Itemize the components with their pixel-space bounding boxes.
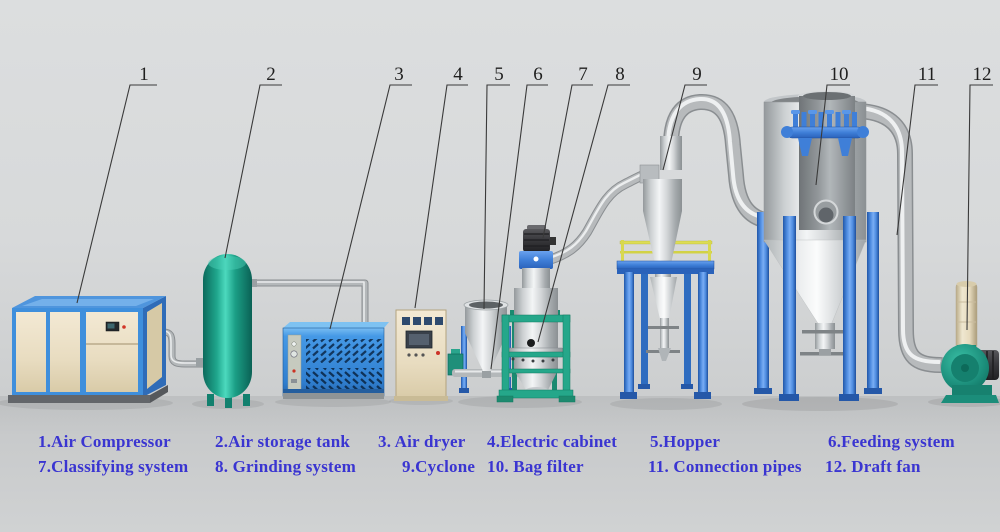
cyclone-platform-deck [616, 260, 715, 270]
legend-connection-pipes: 11. Connection pipes [648, 457, 802, 476]
callout-12: 12 [966, 64, 993, 331]
pipe-tank-to-dryer [247, 279, 369, 334]
air-storage-tank [196, 254, 257, 408]
bag-filter [754, 91, 882, 401]
callout-10: 10 [815, 64, 850, 186]
mill-inlet-port [527, 339, 535, 347]
pipe-mill-to-cyclone [544, 169, 651, 265]
legend-feeding-system: 6.Feeding system [828, 432, 955, 451]
legend-hopper: 5.Hopper [650, 432, 721, 451]
callout-number: 11 [918, 64, 936, 85]
dryer-gauge [290, 350, 298, 358]
callout-number: 4 [453, 64, 463, 85]
pipe-compressor-to-tank [138, 328, 207, 368]
compressor-power-light [122, 325, 126, 329]
dryer-vent-upper [306, 339, 382, 363]
air-dryer [282, 322, 389, 399]
electric-cabinet [394, 309, 448, 401]
legend-air-dryer: 3. Air dryer [378, 432, 466, 451]
draft-fan [940, 281, 999, 403]
legend-bag-filter: 10. Bag filter [487, 457, 584, 476]
callout-number: 3 [394, 64, 404, 85]
pipe-bagfilter-to-fan [847, 103, 948, 373]
callout-number: 8 [615, 64, 625, 85]
callout-5: 5 [483, 64, 510, 310]
grinding-classifying-system [496, 225, 576, 403]
hopper [463, 299, 509, 378]
callout-9: 9 [662, 64, 707, 171]
fan-outlet-stack [955, 282, 978, 350]
callout-number: 5 [494, 64, 504, 85]
callout-11: 11 [896, 64, 938, 236]
legend-classifying-system: 7.Classifying system [38, 457, 189, 476]
callout-number: 12 [973, 64, 992, 85]
callout-6: 6 [490, 64, 548, 370]
legend-draft-fan: 12. Draft fan [825, 457, 921, 476]
callout-number: 2 [266, 64, 276, 85]
callouts: 1 2 3 4 5 6 7 8 [76, 64, 993, 370]
callout-number: 10 [830, 64, 849, 85]
legend-air-compressor: 1.Air Compressor [38, 432, 171, 451]
legend-grinding-system: 8. Grinding system [215, 457, 357, 476]
callout-2: 2 [224, 64, 282, 259]
callout-4: 4 [414, 64, 468, 309]
callout-8: 8 [537, 64, 630, 343]
callout-number: 6 [533, 64, 543, 85]
legend-air-storage-tank: 2.Air storage tank [215, 432, 351, 451]
legend-cyclone: 9.Cyclone [402, 457, 476, 476]
callout-number: 7 [578, 64, 588, 85]
callout-7: 7 [542, 64, 593, 239]
mill-frame [496, 314, 576, 403]
cabinet-button [436, 351, 440, 355]
legend-electric-cabinet: 4.Electric cabinet [487, 432, 618, 451]
callout-1: 1 [76, 64, 157, 304]
cyclone-assembly [616, 136, 715, 399]
grinding-chamber [514, 288, 558, 370]
callout-number: 9 [692, 64, 702, 85]
classifier-motor [523, 225, 556, 252]
callout-number: 1 [139, 64, 149, 85]
air-compressor [8, 296, 168, 403]
pulse-manifold [781, 110, 869, 156]
callout-3: 3 [329, 64, 412, 330]
pipe-cyclone-to-bagfilter [663, 94, 780, 229]
